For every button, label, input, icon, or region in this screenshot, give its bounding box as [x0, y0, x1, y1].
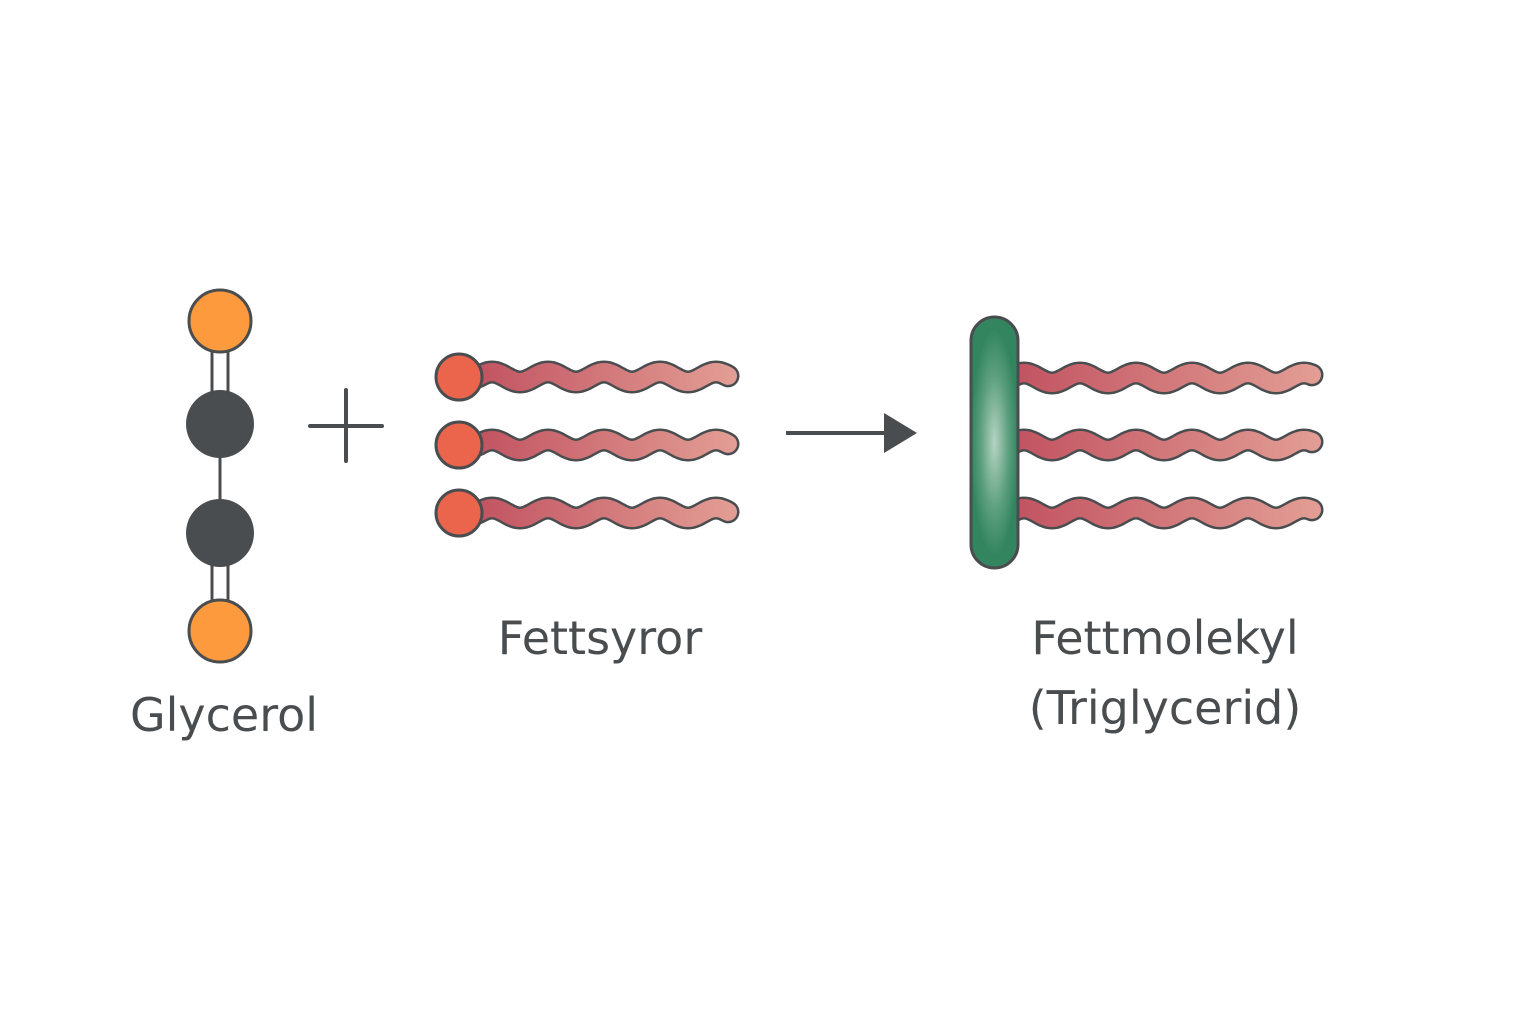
plus-sign: [308, 388, 384, 463]
glycerol-backbone: [969, 315, 1020, 570]
oxygen-atom: [187, 288, 253, 354]
fatty-acid: [434, 352, 740, 402]
fat-molecule-label: Fettmolekyl: [1031, 611, 1299, 665]
carboxyl-head: [434, 488, 484, 538]
fatty-acid: [434, 488, 740, 538]
oxygen-atom: [187, 598, 253, 664]
fatty-acids-label: Fettsyror: [497, 611, 703, 665]
glycerol-molecule: [186, 288, 254, 664]
fatty-acid-tail: [998, 428, 1324, 462]
carboxyl-head: [434, 420, 484, 470]
carbon-atom: [186, 390, 254, 458]
carbon-atom: [186, 499, 254, 567]
triglyceride-label: (Triglycerid): [1028, 681, 1302, 735]
fatty-acid-tail: [998, 361, 1324, 395]
fatty-acid-tail: [998, 496, 1324, 530]
carboxyl-head: [434, 352, 484, 402]
fatty-acid-tail: [466, 360, 740, 394]
fatty-acid: [434, 420, 740, 470]
fatty-acid-tail: [466, 428, 740, 462]
reaction-arrow: [786, 413, 917, 453]
fatty-acid-tail: [466, 496, 740, 530]
fatty-acids: [434, 352, 740, 538]
glycerol-label: Glycerol: [129, 688, 319, 742]
triglyceride-molecule: [998, 361, 1324, 530]
